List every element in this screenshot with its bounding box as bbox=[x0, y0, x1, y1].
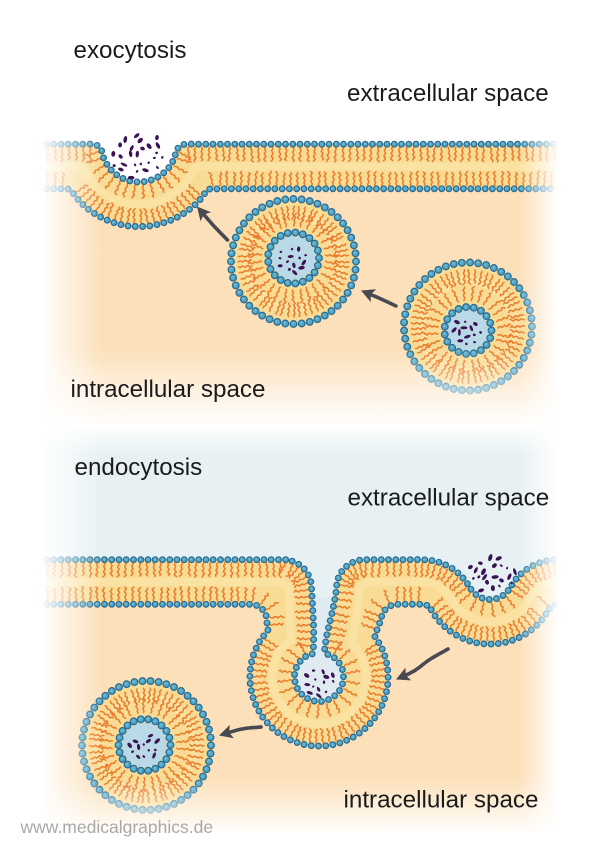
svg-text:intracellular space: intracellular space bbox=[344, 787, 539, 814]
svg-text:extracellular space: extracellular space bbox=[348, 485, 550, 512]
svg-text:www.medicalgraphics.de: www.medicalgraphics.de bbox=[20, 817, 214, 837]
svg-text:exocytosis: exocytosis bbox=[74, 37, 187, 64]
svg-text:endocytosis: endocytosis bbox=[75, 454, 203, 481]
svg-text:intracellular space: intracellular space bbox=[71, 376, 266, 403]
svg-text:extracellular space: extracellular space bbox=[347, 80, 549, 107]
